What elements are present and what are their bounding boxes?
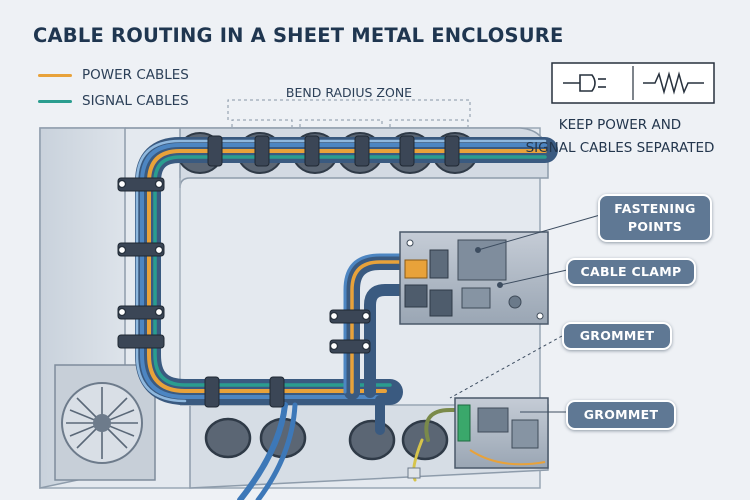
legend-item-signal: SIGNAL CABLES (38, 88, 189, 114)
leader-lines (449, 212, 608, 413)
legend-label-signal: SIGNAL CABLES (82, 93, 189, 109)
main-pcb-board (399, 231, 549, 325)
separation-note-line-1: KEEP POWER AND (558, 117, 682, 133)
cable-harness (135, 137, 558, 405)
separation-icon-box (551, 62, 715, 104)
fastening-point-markers (117, 179, 371, 351)
wire-connector (407, 467, 421, 479)
bottom-grommet-row (204, 417, 449, 461)
diagram-title: CABLE ROUTING IN A SHEET METAL ENCLOSURE (33, 24, 564, 47)
signal-wave-icon (643, 71, 704, 95)
callout-grommet-bottom: GROMMET (566, 400, 676, 430)
legend: POWER CABLES SIGNAL CABLES (38, 62, 189, 114)
bend-radius-zone-outline (227, 99, 471, 127)
callout-fastening-points: FASTENING POINTS (598, 194, 712, 242)
callout-grommet-bottom-label: GROMMET (583, 407, 659, 422)
bend-radius-zone-label: BEND RADIUS ZONE (286, 85, 412, 100)
legend-label-power: POWER CABLES (82, 67, 189, 83)
separation-note: KEEP POWER AND SIGNAL CABLES SEPARATED (500, 114, 740, 160)
callout-cable-clamp-label: CABLE CLAMP (580, 264, 682, 279)
power-plug-icon (563, 74, 606, 92)
callout-cable-clamp: CABLE CLAMP (566, 258, 696, 286)
legend-item-power: POWER CABLES (38, 62, 189, 88)
cooling-fan (54, 364, 156, 481)
callout-fastening-line-2: POINTS (627, 219, 683, 234)
legend-swatch-signal (38, 99, 72, 103)
callout-fastening-line-1: FASTENING (614, 201, 696, 216)
legend-swatch-power (38, 73, 72, 77)
secondary-pcb-board (454, 397, 549, 469)
callout-grommet-top: GROMMET (562, 322, 672, 350)
exit-cables (237, 395, 460, 500)
pcb-branch-cables (343, 253, 428, 400)
callout-grommet-top-label: GROMMET (579, 328, 655, 343)
separation-note-line-2: SIGNAL CABLES SEPARATED (525, 140, 715, 156)
